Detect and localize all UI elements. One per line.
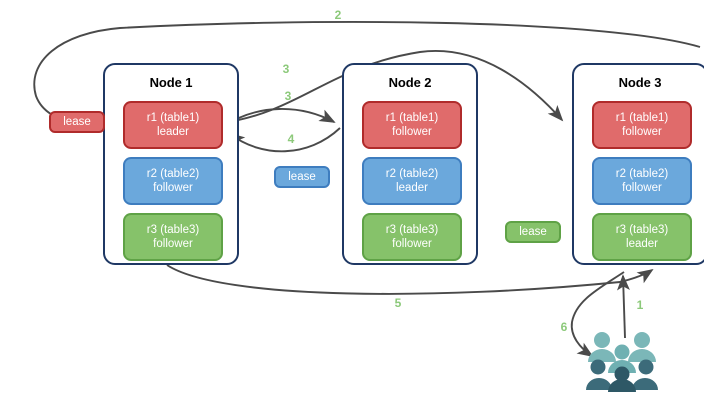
replica-node3-r3[interactable]: r3 (table3) leader — [592, 213, 692, 261]
replica-name: r2 (table2) — [615, 168, 669, 180]
edge-4-path — [228, 127, 341, 153]
edge-label-4: 4 — [287, 132, 295, 146]
replica-role: leader — [396, 182, 428, 194]
lease-chip-table2[interactable]: lease — [274, 166, 330, 188]
lease-chip-table1[interactable]: lease — [49, 111, 105, 133]
edge-3a-path — [221, 50, 564, 124]
clients-people-group[interactable] — [586, 330, 658, 392]
edge-5-path — [166, 264, 654, 295]
edge-label-6: 6 — [560, 320, 568, 334]
replica-role: follower — [622, 126, 662, 138]
edge-2-path — [33, 21, 701, 127]
node-title-node1: Node 1 — [149, 75, 193, 90]
replica-node1-r2[interactable]: r2 (table2) follower — [123, 157, 223, 205]
replica-role: follower — [153, 182, 193, 194]
edge-label-1: 1 — [636, 298, 644, 312]
edge-1-path — [617, 274, 630, 339]
replica-name: r2 (table2) — [385, 168, 439, 180]
replica-role: follower — [153, 238, 193, 250]
replica-name: r3 (table3) — [146, 224, 200, 236]
edge-label-3a: 3 — [282, 62, 290, 76]
edge-label-5: 5 — [394, 296, 402, 310]
node-container-node1[interactable]: Node 1 r1 (table1) leader r2 (table2) fo… — [103, 63, 239, 265]
replica-name: r1 (table1) — [385, 112, 439, 124]
replica-node2-r3[interactable]: r3 (table3) follower — [362, 213, 462, 261]
replica-name: r1 (table1) — [615, 112, 669, 124]
replica-node2-r1[interactable]: r1 (table1) follower — [362, 101, 462, 149]
replica-role: follower — [622, 182, 662, 194]
replica-name: r3 (table3) — [385, 224, 439, 236]
lease-chip-table3[interactable]: lease — [505, 221, 561, 243]
node-container-node3[interactable]: Node 3 r1 (table1) follower r2 (table2) … — [572, 63, 704, 265]
replica-name: r2 (table2) — [146, 168, 200, 180]
replica-role: leader — [626, 238, 658, 250]
replica-node1-r1[interactable]: r1 (table1) leader — [123, 101, 223, 149]
replica-role: follower — [392, 238, 432, 250]
replica-name: r1 (table1) — [146, 112, 200, 124]
replica-node3-r2[interactable]: r2 (table2) follower — [592, 157, 692, 205]
edge-label-2: 2 — [334, 8, 342, 22]
people-group-icon — [586, 332, 658, 392]
replica-name: r3 (table3) — [615, 224, 669, 236]
node-title-node3: Node 3 — [618, 75, 662, 90]
replica-node3-r1[interactable]: r1 (table1) follower — [592, 101, 692, 149]
node-title-node2: Node 2 — [388, 75, 432, 90]
replica-node1-r3[interactable]: r3 (table3) follower — [123, 213, 223, 261]
replica-role: follower — [392, 126, 432, 138]
replica-role: leader — [157, 126, 189, 138]
node-container-node2[interactable]: Node 2 r1 (table1) follower r2 (table2) … — [342, 63, 478, 265]
edge-6-path — [570, 271, 625, 358]
edge-3b-path — [223, 108, 336, 127]
replica-node2-r2[interactable]: r2 (table2) leader — [362, 157, 462, 205]
edge-label-3b: 3 — [284, 89, 292, 103]
